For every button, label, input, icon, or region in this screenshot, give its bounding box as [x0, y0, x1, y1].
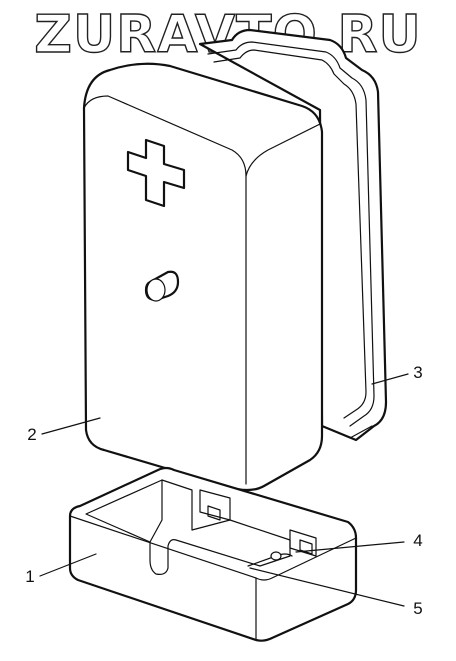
leader-lines	[39, 373, 409, 607]
callout-1: 1	[25, 567, 34, 586]
callout-2: 2	[27, 425, 36, 444]
watermark-text: ZURAVTO.RU	[34, 5, 421, 65]
callout-3: 3	[413, 363, 422, 382]
medical-cross-icon	[126, 138, 186, 208]
latch-button-icon	[144, 270, 180, 302]
part-2-case-body	[82, 62, 324, 492]
callout-4: 4	[413, 531, 422, 550]
callout-5: 5	[413, 599, 422, 618]
part-3-back-tray	[198, 28, 388, 442]
part-1-base-tray	[68, 466, 358, 642]
